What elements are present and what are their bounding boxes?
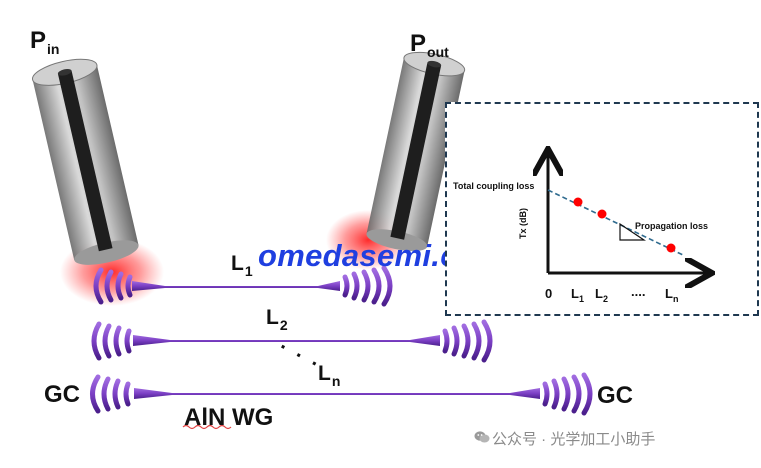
- x-tick-l1: L1: [571, 286, 584, 304]
- origin-label: 0: [545, 286, 553, 301]
- x-tick-l2: L2: [595, 286, 608, 304]
- grating-coupler-icon: [93, 267, 133, 305]
- inset-axes: [447, 104, 757, 314]
- grating-coupler-icon: [442, 319, 493, 363]
- gc-right-label: GC: [597, 382, 633, 409]
- grating-coupler-icon: [90, 374, 131, 414]
- data-point-ln: [666, 243, 676, 253]
- trend-line: [547, 189, 684, 256]
- x-tick-ln: Ln: [665, 286, 679, 304]
- aln-wg-label: AlN WG: [184, 404, 274, 431]
- total-coupling-loss-label: Total coupling loss: [453, 181, 535, 191]
- data-point-l1: [573, 197, 583, 207]
- spellcheck-underline: [182, 424, 232, 430]
- grating-coupler-icon: [91, 321, 132, 361]
- ln-label: Ln: [318, 362, 341, 389]
- grating-coupler-icon: [342, 265, 393, 307]
- optical-fiber-icon: [366, 51, 466, 252]
- inset-plot: Total coupling loss Tx (dB) Propagation …: [445, 102, 759, 316]
- slope-triangle: [619, 222, 646, 241]
- waveguide-ln: [90, 372, 593, 416]
- footer-credit: 公众号 · 光学加工小助手: [492, 431, 656, 448]
- x-tick-ellipsis: ....: [631, 284, 646, 299]
- wechat-icon: [474, 431, 490, 443]
- data-point-l2: [597, 209, 607, 219]
- p-in-label: Pin: [30, 27, 60, 57]
- optical-fiber-icon: [32, 58, 139, 265]
- gc-left-label: GC: [44, 381, 80, 408]
- tx-db-ylabel: Tx (dB): [518, 208, 528, 239]
- l1-label: L1: [231, 252, 253, 279]
- waveguide-l1: [93, 265, 393, 307]
- grating-coupler-icon: [542, 372, 593, 416]
- l2-label: L2: [266, 306, 288, 333]
- propagation-loss-label: Propagation loss: [635, 221, 709, 231]
- p-out-label: Pout: [410, 30, 449, 60]
- waveguide-l2: [91, 319, 493, 363]
